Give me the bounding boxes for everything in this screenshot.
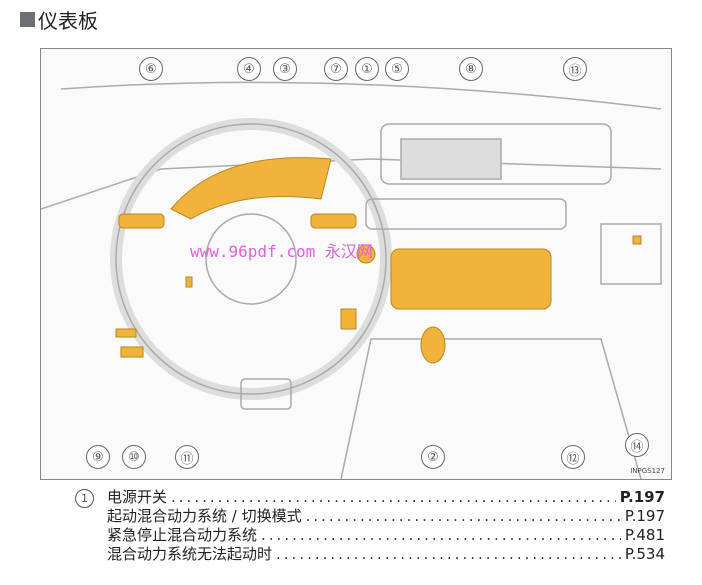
page-ref[interactable]: P.197 xyxy=(619,488,665,506)
dashboard-drawing xyxy=(41,81,662,479)
item-label: 起动混合动力系统 / 切换模式 xyxy=(107,507,302,525)
callout-13: ⑬ xyxy=(563,57,587,81)
list-item: 紧急停止混合动力系统 P.481 xyxy=(75,524,665,544)
callout-4: ④ xyxy=(237,57,261,81)
figure-code: INPGS127 xyxy=(630,467,665,475)
callout-11: ⑪ xyxy=(175,445,199,469)
item-label: 紧急停止混合动力系统 xyxy=(107,526,258,544)
item-marker: 1 xyxy=(75,489,107,508)
callout-3: ③ xyxy=(273,57,297,81)
callout-9: ⑨ xyxy=(86,445,110,469)
item-label: 电源开关 xyxy=(107,488,168,506)
callout-12: ⑫ xyxy=(561,445,585,469)
list-item: 1 电源开关 P.197 xyxy=(75,486,665,508)
list-item: 起动混合动力系统 / 切换模式 P.197 xyxy=(75,505,665,525)
callout-6: ⑥ xyxy=(139,57,163,81)
callout-10: ⑩ xyxy=(122,445,146,469)
item-label: 混合动力系统无法起动时 xyxy=(107,545,273,563)
callout-14: ⑭ xyxy=(625,433,649,457)
reference-list: 1 电源开关 P.197 起动混合动力系统 / 切换模式 P.197 紧急停止混合动力… xyxy=(75,486,665,563)
page-ref[interactable]: P.197 xyxy=(624,507,665,525)
callout-8: ⑧ xyxy=(459,57,483,81)
title-text: 仪表板 xyxy=(38,9,98,33)
callout-2: ② xyxy=(421,445,445,469)
circle-number: 1 xyxy=(75,489,94,508)
page-ref[interactable]: P.481 xyxy=(624,526,665,544)
title-square-icon xyxy=(20,12,35,27)
leader-dots xyxy=(306,507,621,525)
section-title: 仪表板 xyxy=(20,5,98,34)
leader-dots xyxy=(171,488,616,506)
leader-dots xyxy=(261,526,621,544)
watermark: www.96pdf.com 永汉网 xyxy=(190,242,373,261)
callout-1: ① xyxy=(355,57,379,81)
dashboard-illustration: ⑥ ④ ③ ⑦ ① ⑤ ⑧ ⑬ ⑨ ⑩ ⑪ ② ⑫ ⑭ INPGS127 xyxy=(40,48,672,480)
page-ref[interactable]: P.534 xyxy=(624,545,665,563)
leader-dots xyxy=(276,545,621,563)
callout-7: ⑦ xyxy=(324,57,348,81)
list-item: 混合动力系统无法起动时 P.534 xyxy=(75,543,665,563)
callout-5: ⑤ xyxy=(385,57,409,81)
